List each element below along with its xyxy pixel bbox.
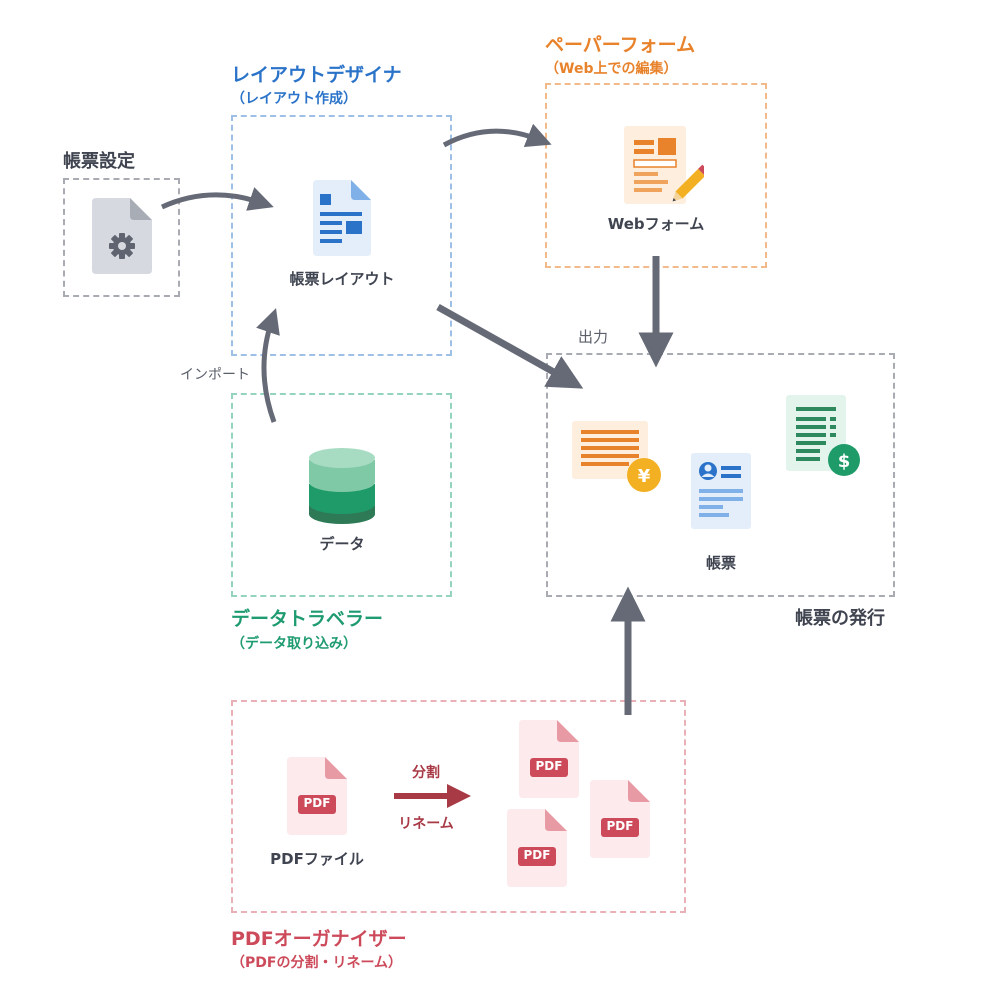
pdf-organizer-box — [231, 700, 686, 913]
profile-document-icon — [691, 453, 751, 529]
arrow-layout-to-issuance — [436, 303, 584, 389]
layout-designer-title: レイアウトデザイナ — [231, 64, 402, 86]
svg-text:$: $ — [838, 451, 851, 472]
pdf-organizer-subtitle: （PDFの分割・リネーム） — [231, 955, 403, 971]
issuance-item-label: 帳票 — [705, 554, 736, 572]
pdf-file-icon — [287, 757, 347, 835]
issuance-box — [546, 353, 895, 597]
data-traveler-box — [231, 393, 452, 597]
output-label: 出力 — [578, 328, 609, 346]
web-form-label: Webフォーム — [607, 215, 705, 233]
import-label: インポート — [180, 367, 250, 383]
dollar-statement-icon: $ — [786, 395, 860, 476]
database-icon — [309, 448, 375, 524]
settings-title: 帳票設定 — [63, 151, 135, 172]
pdf-source-badge: PDF — [303, 796, 331, 810]
pdf-split-icon-1 — [519, 720, 579, 798]
arrow-data-to-layout — [256, 308, 280, 423]
settings-box — [63, 178, 180, 297]
pdf-split-icon-3 — [507, 809, 567, 887]
data-item-label: データ — [319, 535, 365, 553]
layout-document-icon — [313, 180, 371, 256]
svg-text:¥: ¥ — [638, 466, 651, 487]
pdf-split-badge-1: PDF — [535, 759, 563, 773]
layout-designer-box — [231, 115, 452, 356]
paper-form-title: ペーパーフォーム — [545, 34, 696, 56]
pdf-split-badge-3: PDF — [523, 848, 551, 862]
pdf-source-label: PDFファイル — [270, 850, 364, 868]
pdf-split-icon-2 — [590, 780, 650, 858]
paper-form-subtitle: （Web上での編集） — [545, 61, 678, 77]
arrow-layout-to-form — [442, 123, 552, 148]
data-traveler-subtitle: （データ取り込み） — [231, 636, 357, 652]
data-traveler-title: データトラベラー — [231, 608, 384, 630]
web-form-icon — [624, 126, 704, 204]
pdf-organizer-title: PDFオーガナイザー — [231, 928, 407, 950]
pdf-split-badge-2: PDF — [606, 819, 634, 833]
issuance-title: 帳票の発行 — [795, 608, 885, 629]
rename-label: リネーム — [398, 816, 454, 832]
arrow-settings-to-layout — [160, 187, 274, 211]
split-label: 分割 — [412, 765, 440, 781]
gear-document-icon — [92, 198, 152, 274]
layout-designer-subtitle: （レイアウト作成） — [231, 91, 357, 107]
layout-item-label: 帳票レイアウト — [289, 270, 395, 288]
yen-invoice-icon: ¥ — [572, 421, 661, 492]
